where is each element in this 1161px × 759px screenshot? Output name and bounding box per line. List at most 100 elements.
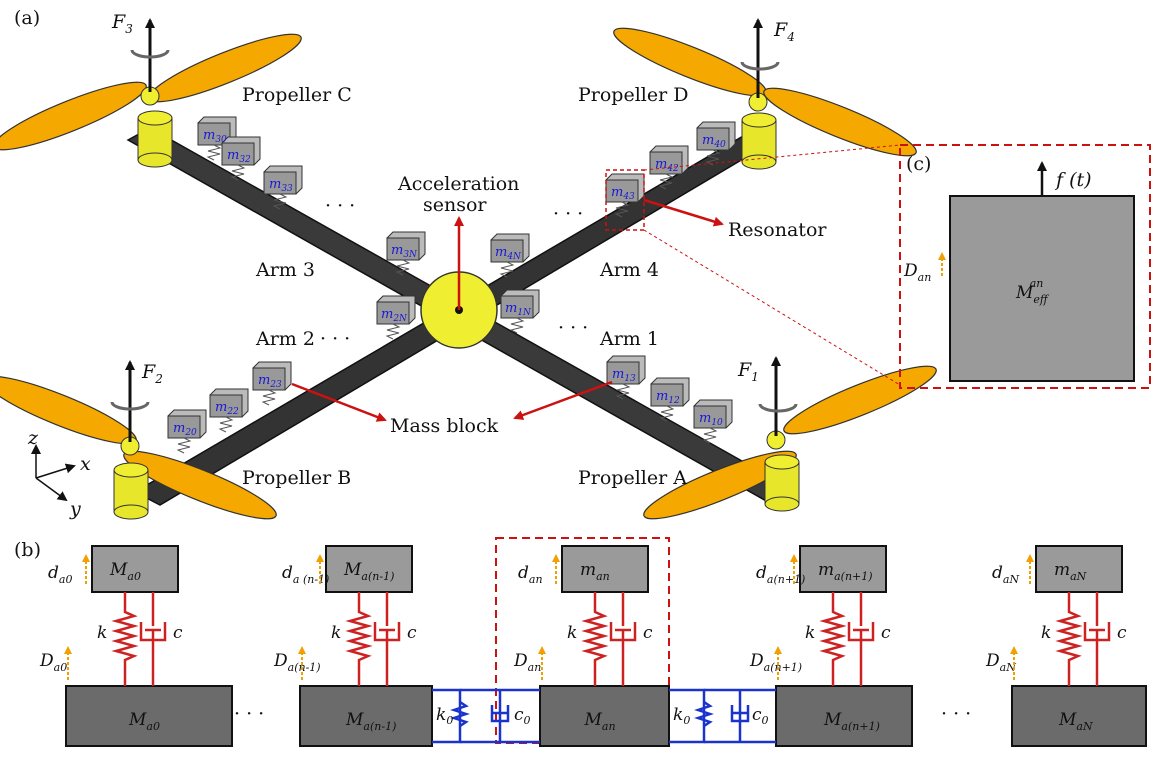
force-f3-label: F3 <box>111 11 133 36</box>
arm-4-resonators <box>490 121 736 278</box>
propeller-b <box>0 375 277 520</box>
chain-top-mass-label: man <box>580 560 610 583</box>
chain-base-mass <box>775 685 913 747</box>
mass-label-m4n: m4N <box>495 245 522 262</box>
chain-k-label: k <box>1041 623 1051 643</box>
chain-c-label: c <box>643 623 653 643</box>
panel-c-mass-label: Meffan <box>1015 277 1050 306</box>
mass-label-m10: m10 <box>699 411 723 428</box>
propeller-b-label: Propeller B <box>242 467 351 489</box>
chain-spring <box>1055 592 1083 686</box>
mass-label-m32: m32 <box>227 148 251 165</box>
mass-block-label: Mass block <box>390 415 499 437</box>
arm-1-label: Arm 1 <box>599 328 659 350</box>
chain-damper <box>139 592 167 686</box>
resonator-arrow <box>643 198 724 227</box>
chain-D-label: Da(n-1) <box>273 651 321 674</box>
propeller-c <box>0 33 302 168</box>
chain-top-mass-label: maN <box>1054 560 1087 583</box>
panel-c-frame <box>899 144 1151 389</box>
chain-d-label: dan <box>518 563 543 586</box>
chain-k-label: k <box>805 623 815 643</box>
arm-2-resonators <box>167 295 416 454</box>
panel-c-label: (c) <box>906 153 931 175</box>
chain-top-mass <box>561 545 649 593</box>
propeller-d <box>613 27 917 170</box>
chain-unit-4: maN MaN daN DaN k c <box>985 545 1147 747</box>
chain-D-label: Da(n+1) <box>749 651 802 674</box>
mass-block <box>606 355 646 400</box>
propeller-a-label: Propeller A <box>578 467 687 489</box>
arm-2-label: Arm 2 <box>255 328 315 350</box>
arm-4-ellipsis: · · · <box>553 203 583 225</box>
mass-block <box>386 231 426 276</box>
chain-c-label: c <box>1117 623 1127 643</box>
chain-D-label: DaN <box>985 651 1016 674</box>
mass-label-m13: m13 <box>612 367 636 384</box>
sensor-label-line2: sensor <box>423 194 487 216</box>
mass-label-m23: m23 <box>258 373 282 390</box>
mass-label-m12: m12 <box>656 389 680 406</box>
chain-top-mass-label: ma(n+1) <box>818 560 873 583</box>
chain-top-mass <box>91 545 179 593</box>
coupling-left-k0: k0 <box>436 705 453 727</box>
chain-base-mass-label: MaN <box>1058 710 1093 733</box>
coordinate-axes <box>31 444 76 502</box>
chain-base-mass <box>65 685 233 747</box>
mass-block <box>167 409 207 454</box>
zoom-line-bottom <box>643 229 901 386</box>
chain-unit-3: ma(n+1) Ma(n+1) da(n+1) Da(n+1)k c <box>749 545 913 747</box>
arm-1-ellipsis: · · · <box>558 317 588 339</box>
chain-c-label: c <box>173 623 183 643</box>
mass-block <box>252 361 292 406</box>
chain-d-label: da(n+1) <box>756 563 805 586</box>
resonator-label: Resonator <box>728 219 827 241</box>
force-arrows <box>110 18 798 442</box>
propeller-a <box>643 365 937 520</box>
panel-c-disp-label: Dan <box>903 261 931 284</box>
arm-3-ellipsis: · · · <box>325 195 355 217</box>
coupling-left <box>432 688 540 744</box>
mass-label-m1n: m1N <box>505 301 532 318</box>
chain-d-label: daN <box>992 563 1019 586</box>
mass-label-m43: m43 <box>611 185 635 202</box>
zoom-line-top <box>643 144 901 171</box>
panel-c-force-label: f (t) <box>1054 169 1092 191</box>
mass-label-m40: m40 <box>702 133 726 150</box>
coupling-right <box>669 688 776 744</box>
mass-block <box>605 173 645 218</box>
axis-x-label: x <box>80 453 91 475</box>
chain-D-label: Da0 <box>39 651 67 674</box>
chain-top-mass <box>325 545 413 593</box>
sensor-label-line1: Acceleration <box>397 173 519 195</box>
chain-damper <box>1083 592 1111 686</box>
coupling-right-k0: k0 <box>673 705 690 727</box>
chain-base-mass <box>1011 685 1147 747</box>
chain-spring <box>581 592 609 686</box>
coupling-left-c0: c0 <box>514 705 531 727</box>
mass-block <box>693 399 733 444</box>
arm-3-label: Arm 3 <box>255 259 315 281</box>
chain-damper <box>609 592 637 686</box>
chain-c-label: c <box>881 623 891 643</box>
mass-block-arrow-left <box>291 382 387 422</box>
arm-1-resonators <box>500 289 733 444</box>
mass-block <box>696 121 736 166</box>
coupling-right-c0: c0 <box>752 705 769 727</box>
chain-base-mass-label: Ma(n+1) <box>823 710 880 733</box>
mass-label-m22: m22 <box>215 400 239 417</box>
axis-y-label: y <box>69 498 81 520</box>
chain-ellipsis-right: · · · <box>941 703 971 725</box>
mass-label-m33: m33 <box>269 177 293 194</box>
chain-ellipsis-left: · · · <box>234 703 264 725</box>
mass-label-m3n: m3N <box>391 243 418 260</box>
mass-block <box>490 233 530 278</box>
chain-spring <box>111 592 139 686</box>
chain-damper <box>373 592 401 686</box>
chain-base-mass-label: Ma(n-1) <box>345 710 396 733</box>
chain-c-label: c <box>407 623 417 643</box>
chain-k-label: k <box>331 623 341 643</box>
force-f1-label: F1 <box>737 359 759 384</box>
